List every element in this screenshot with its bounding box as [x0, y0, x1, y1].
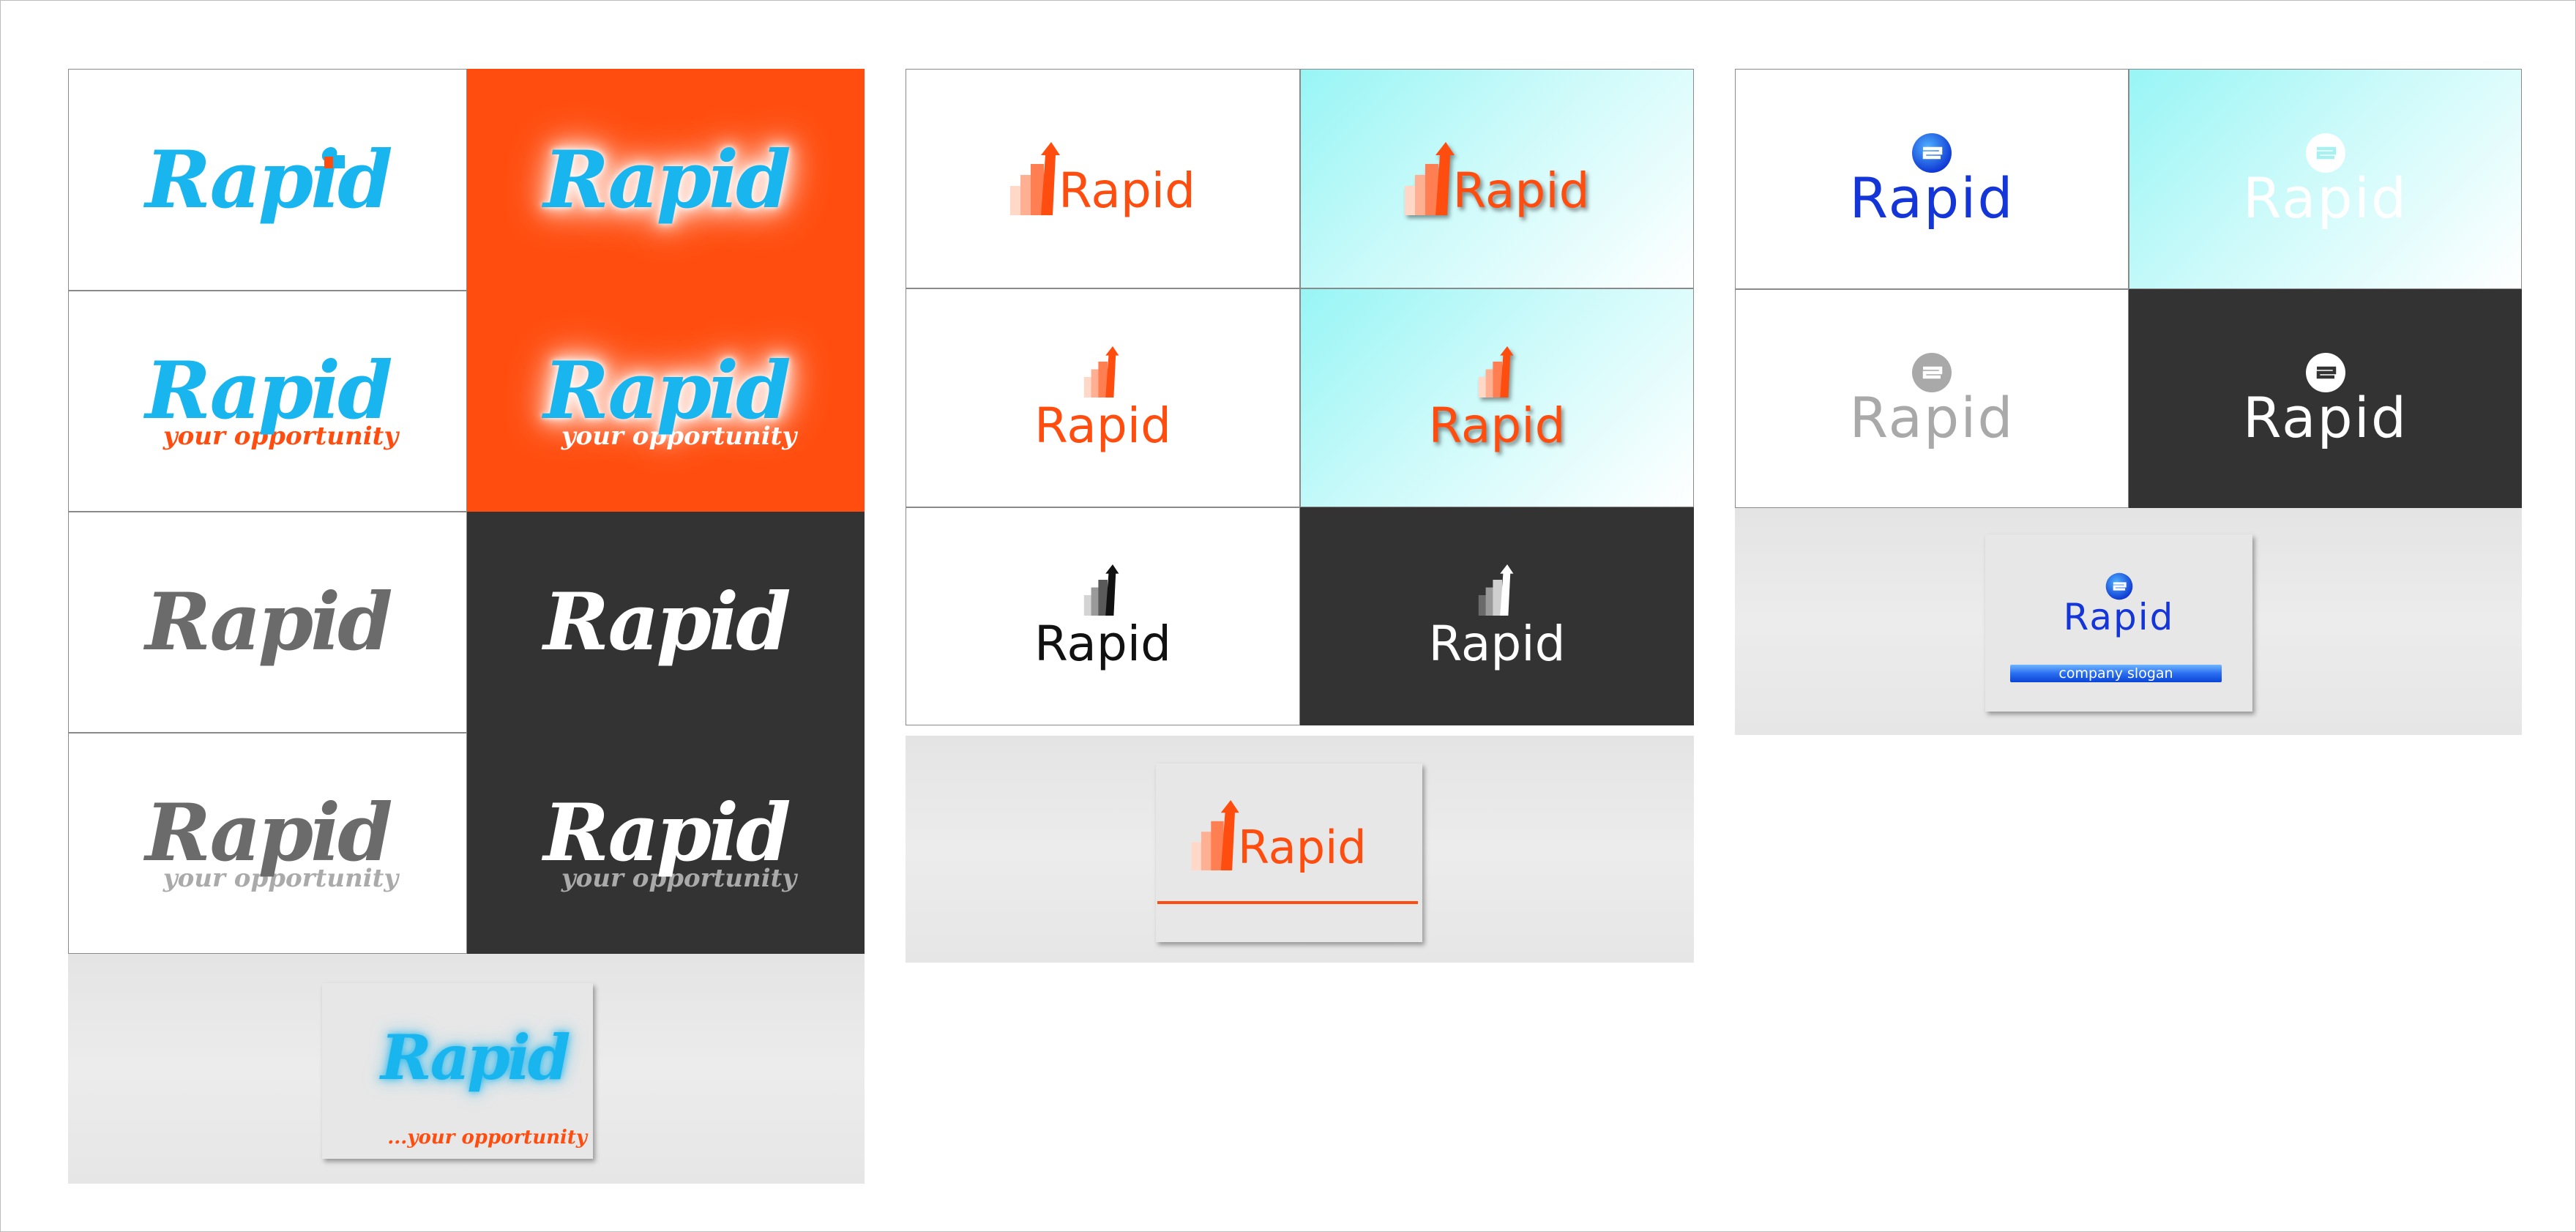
logo-wordmark: Rapid [1238, 821, 1367, 874]
company-slogan-bar: company slogan [2010, 665, 2222, 682]
arrow-bar-chart-icon [1191, 800, 1239, 870]
logo-wordmark: Rapid [543, 133, 791, 226]
script-logo-tagline-tile-white: Rapid your opportunity [68, 291, 467, 512]
business-card: Rapid company slogan [1985, 534, 2252, 712]
logo-wordmark: Rapid [543, 576, 791, 668]
circle-s-emblem-icon [2305, 132, 2345, 173]
logo-tagline: your opportunity [561, 422, 797, 451]
card-tagline: ...your opportunity [387, 1127, 587, 1149]
arrow-bar-chart-icon [1084, 346, 1119, 397]
logo-wordmark: Rapid [381, 1021, 571, 1094]
logo-wordmark: Rapid [145, 787, 392, 879]
arrow-bar-chart-icon [1084, 564, 1119, 616]
circle-logo-tile-gray: Rapid [1735, 289, 2129, 508]
business-card: Rapid [1156, 764, 1422, 942]
logo-wordmark: Rapid [1452, 163, 1590, 219]
script-logo-tile-orange: Rapid [467, 69, 865, 291]
circle-logo-tile-cyan: Rapid [2129, 69, 2522, 289]
logo-wordmark: Rapid [2242, 384, 2408, 450]
bar-logo-tile-white: Rapid [906, 69, 1300, 288]
script-logo-tagline-tile-dark: Rapid your opportunity [467, 733, 865, 954]
logo-tagline: your opportunity [561, 864, 797, 893]
script-logo-tile-dark: Rapid [467, 512, 865, 733]
circle-s-emblem-icon [1912, 132, 1952, 173]
logo-tagline: your opportunity [163, 864, 399, 893]
arrow-bar-chart-icon [1404, 142, 1455, 215]
arrow-bar-chart-icon [1478, 564, 1514, 616]
arrow-bar-chart-icon [1010, 142, 1060, 215]
logo-wordmark: Rapid [1849, 165, 2015, 231]
bar-logo-tile-cyan: Rapid [1300, 69, 1694, 288]
bar-business-card-mockup: Rapid [906, 736, 1694, 963]
circle-s-emblem-icon [2105, 572, 2132, 600]
card-divider-line [1157, 901, 1418, 904]
script-logo-tile-gray: Rapid [68, 512, 467, 733]
logo-wordmark: Rapid [1849, 384, 2015, 450]
script-logo-tile-white: Rapid [68, 69, 467, 291]
logo-wordmark: Rapid [2242, 165, 2408, 231]
logo-wordmark: Rapid [1034, 616, 1171, 672]
circle-logo-tile-dark: Rapid [2129, 289, 2522, 508]
bar-logo-tile-dark: Rapid [1300, 507, 1694, 725]
bar-logo-tile-black: Rapid [906, 507, 1300, 725]
script-accent-mark-icon [324, 154, 345, 168]
circle-s-emblem-icon [2305, 352, 2345, 392]
logo-wordmark: Rapid [1034, 397, 1171, 454]
logo-wordmark: Rapid [145, 133, 392, 226]
logo-wordmark: Rapid [543, 787, 791, 879]
script-logo-tagline-tile-orange: Rapid your opportunity [467, 291, 865, 512]
logo-wordmark: Rapid [145, 576, 392, 668]
logo-wordmark: Rapid [145, 345, 392, 437]
logo-wordmark: Rapid [1428, 616, 1566, 672]
logo-wordmark: Rapid [543, 345, 791, 437]
circle-logo-tile-blue: Rapid [1735, 69, 2129, 289]
script-logo-tagline-tile-gray: Rapid your opportunity [68, 733, 467, 954]
bar-logo-stacked-tile-cyan: Rapid [1300, 288, 1694, 507]
logo-wordmark: Rapid [1428, 397, 1566, 454]
logo-wordmark: Rapid [2063, 596, 2175, 638]
circle-business-card-mockup: Rapid company slogan [1735, 508, 2522, 735]
arrow-bar-chart-icon [1478, 346, 1514, 397]
circle-s-emblem-icon [1912, 352, 1952, 392]
business-card: Rapid ...your opportunity [322, 983, 593, 1159]
logo-tagline: your opportunity [163, 422, 399, 451]
bar-logo-stacked-tile-white: Rapid [906, 288, 1300, 507]
logo-wordmark: Rapid [1059, 163, 1195, 219]
script-business-card-mockup: Rapid ...your opportunity [68, 954, 865, 1184]
